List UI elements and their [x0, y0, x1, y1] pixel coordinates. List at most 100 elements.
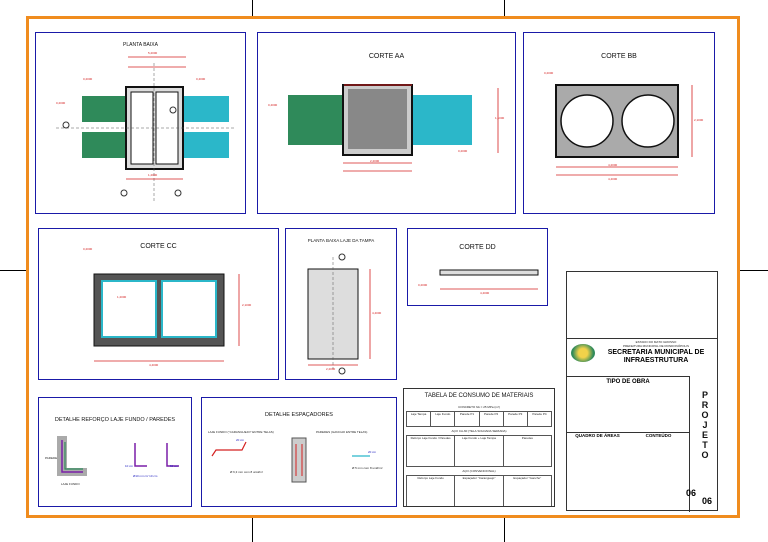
- espacador-bar-left: Ø 6,3 mm com 8 unid/m²: [230, 470, 264, 474]
- projeto-letter: O: [701, 450, 709, 460]
- secretaria-label: SECRETARIA MUNICIPAL DE: [607, 349, 705, 356]
- tabela-row-header-3: Reforço Laje Fundo Espaçador "Caranguejo…: [406, 475, 552, 506]
- dim-dd-2: 4,4000: [480, 291, 490, 295]
- tabela-h1-cell: Laje Fundo: [431, 412, 456, 426]
- corte-dd-drawing: [439, 269, 539, 290]
- projeto-column: P R O J E T O 06 06: [686, 376, 720, 512]
- corte-aa-drawing: [288, 84, 499, 172]
- dim-pb-2: 0,2000: [83, 77, 93, 81]
- tabela-h1-cell: Parede P1: [455, 412, 480, 426]
- detalhe-reforco-title: DETALHE REFORÇO LAJE FUNDO / PAREDES: [54, 417, 176, 423]
- espacador-dim-left: 20 cm: [236, 438, 245, 442]
- dim-aa-3: 2,2000: [370, 159, 380, 163]
- label-parede: PAREDE: [45, 456, 58, 460]
- label-d1: 10 cm: [125, 464, 134, 468]
- corte-aa-title: CORTE AA: [368, 53, 405, 60]
- tabela-h1-cell: Parede P2: [480, 412, 504, 426]
- drawing-sheet-frame: [26, 16, 740, 518]
- tipo-obra-label: TIPO DE OBRA: [567, 376, 689, 385]
- infraestrutura-label: INFRAESTRUTURA: [623, 357, 689, 364]
- projeto-letter: J: [702, 420, 708, 430]
- org-line-2: PREFEITURA MUNICIPAL DE RONDONÓPOLIS: [622, 344, 689, 348]
- grid-line-vertical-mid-bottom: [504, 518, 505, 542]
- dim-pb-4: 1,2000: [148, 173, 158, 177]
- espacador-sub-left: LAJE FUNDO ("CARANGUEJO" ENTRE TELAS): [208, 430, 274, 434]
- tabela-h3-cell: Reforço Laje Fundo: [407, 476, 456, 506]
- tabela-h3-cell: Espaçador "Caranguejo": [455, 476, 504, 506]
- projeto-letter: O: [701, 410, 709, 420]
- title-block-notes-area: [567, 272, 717, 339]
- grid-line-vertical-mid: [504, 0, 505, 18]
- projeto-letter: P: [701, 390, 708, 400]
- dim-cc-4: 4,4000: [149, 363, 159, 367]
- org-line-1: ESTADO DO MATO GROSSO: [635, 340, 677, 344]
- dim-tampa-2: 2,2000: [326, 367, 336, 371]
- dim-pb-3: 0,4000: [196, 77, 206, 81]
- planta-tampa-panel: PLANTA BAIXA LAJE DA TAMPA 4,4000 2,2000: [285, 228, 397, 380]
- tabela-h2-cell: Reforço Laje Fundo / Paredes: [407, 436, 456, 466]
- corte-cc-panel: CORTE CC 0,2000 1,2000 2,1000 4,4000: [38, 228, 279, 380]
- dim-aa-2: 1,1000: [495, 116, 505, 120]
- espacador-bar-right: Ø 5 mm com 8 unid/m²: [352, 466, 383, 470]
- dim-bb-4: 2,1000: [694, 118, 704, 122]
- planta-tampa-title: PLANTA BAIXA LAJE DA TAMPA: [307, 238, 375, 243]
- conteudo-label: CONTEÚDO: [628, 432, 689, 438]
- dim-cc-3: 2,1000: [242, 303, 252, 307]
- projeto-letter: T: [702, 440, 708, 450]
- tabela-h2-cell: Laje Fundo + Laje Tampa: [455, 436, 504, 466]
- corte-dd-title: CORTE DD: [459, 244, 496, 251]
- tabela-sec-concreto: CONCRETO fck = 25 MPa (m³): [458, 405, 500, 409]
- folha-number: 06: [686, 488, 697, 498]
- folha-total: 06: [702, 496, 713, 506]
- corte-cc-drawing: [93, 273, 240, 362]
- corte-cc-title: CORTE CC: [140, 243, 177, 250]
- tabela-row-header-1: Laje Tampa Laje Fundo Parede P1 Parede P…: [406, 411, 552, 427]
- grid-line-horizontal-left: [0, 270, 28, 271]
- tabela-h3-cell: Espaçador "Gancho": [513, 476, 542, 480]
- corte-bb-panel: CORTE BB 0,2000 4,2000 4,4000 2,1000: [523, 32, 715, 214]
- tabela-h1-cell: Parede P4: [532, 412, 547, 416]
- projeto-letter: E: [701, 430, 708, 440]
- quadro-areas-label: QUADRO DE ÁREAS: [567, 432, 628, 438]
- planta-baixa-panel: PLANTA BAIXA 5,2000 0,2000 0,4000 1,2000…: [35, 32, 246, 214]
- dim-cc-2: 1,2000: [117, 295, 127, 299]
- planta-tampa-drawing: [307, 253, 371, 375]
- projeto-letter: R: [701, 400, 709, 410]
- dim-dd-1: 0,2000: [418, 283, 428, 287]
- tabela-sec-aco-conv: AÇO (CONVENCIONAL): [462, 469, 496, 473]
- grid-line-vertical-left-bottom: [252, 518, 253, 542]
- espacador-dim-right: 20 cm: [368, 450, 377, 454]
- detalhe-espacadores-panel: DETALHE ESPAÇADORES LAJE FUNDO ("CARANGU…: [201, 397, 397, 507]
- dim-cc-1: 0,2000: [83, 247, 93, 251]
- tabela-row-header-2: Reforço Laje Fundo / Paredes Laje Fundo …: [406, 435, 552, 467]
- detalhe-reforco-drawing: [57, 436, 179, 476]
- label-laje-fundo: LAJE FUNDO: [61, 482, 80, 486]
- planta-baixa-title: PLANTA BAIXA: [123, 42, 158, 48]
- tabela-consumo-panel: TABELA DE CONSUMO DE MATERIAIS CONCRETO …: [403, 388, 555, 507]
- dim-bb-3: 4,4000: [608, 177, 618, 181]
- tabela-title: TABELA DE CONSUMO DE MATERIAIS: [424, 393, 534, 399]
- corte-bb-title: CORTE BB: [601, 53, 637, 60]
- detalhe-espacadores-title: DETALHE ESPAÇADORES: [265, 412, 333, 418]
- tabela-h1-cell: Laje Tampa: [407, 412, 432, 426]
- detalhe-reforco-panel: DETALHE REFORÇO LAJE FUNDO / PAREDES PAR…: [38, 397, 192, 507]
- planta-baixa-drawing: [56, 56, 236, 203]
- dim-bb-2: 4,2000: [608, 163, 618, 167]
- corte-dd-panel: CORTE DD 0,2000 4,4000: [407, 228, 548, 306]
- dim-bb-1: 0,2000: [544, 71, 554, 75]
- corte-aa-panel: CORTE AA 0,4000 1,1000 2,2000 0,2000: [257, 32, 516, 214]
- detalhe-espacadores-drawing: [211, 437, 370, 483]
- grid-line-vertical-left: [252, 0, 253, 18]
- dim-aa-4: 0,2000: [458, 149, 468, 153]
- label-bar: Ø10 mm C/ 10 cm: [133, 474, 158, 478]
- title-block: ESTADO DO MATO GROSSO PREFEITURA MUNICIP…: [566, 271, 720, 512]
- label-d2: 50 cm: [170, 464, 179, 468]
- prefeitura-logo: [571, 344, 595, 362]
- dim-pb-5: 0,2000: [56, 101, 66, 105]
- tabela-h2-cell: Paredes: [521, 436, 533, 440]
- tabela-h1-cell: Parede P3: [504, 412, 528, 426]
- grid-line-horizontal-right: [740, 270, 768, 271]
- tabela-sec-aco-tela: AÇO CA-60 (TELA SOLDADA SERIADA): [451, 429, 507, 433]
- corte-bb-drawing: [555, 84, 693, 176]
- dim-tampa-1: 4,4000: [372, 311, 382, 315]
